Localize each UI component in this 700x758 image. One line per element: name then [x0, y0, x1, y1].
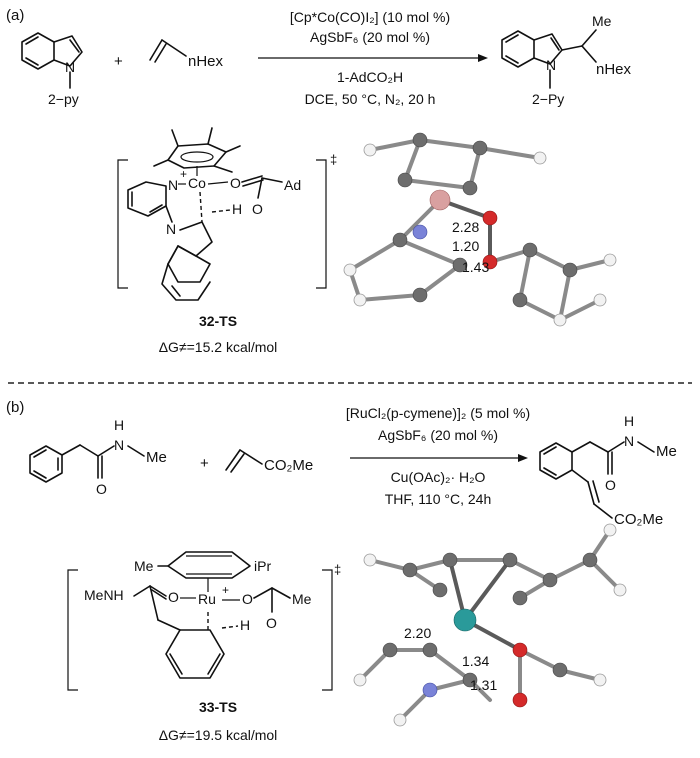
ts32-charge: + — [180, 167, 187, 181]
product-a-me: Me — [592, 13, 612, 29]
panel-b-label: (b) — [6, 399, 24, 416]
ts33-me2: Me — [292, 591, 312, 607]
ts33-dagger: ‡ — [334, 562, 341, 577]
panel-a-label: (a) — [6, 7, 24, 24]
ts33-o2: O — [242, 591, 253, 607]
conditions-a-3: 1-AdCO₂H — [337, 69, 403, 85]
product-a-substituent: 2−Py — [532, 91, 564, 107]
ts32-n2: N — [166, 221, 176, 237]
ts33-ru: Ru — [198, 591, 216, 607]
product-b-h: H — [624, 413, 634, 429]
ts32-energy: ΔG≠=15.2 kcal/mol — [159, 339, 278, 355]
product-a-n: N — [546, 57, 556, 73]
conditions-b-3: Cu(OAc)₂· H₂O — [391, 469, 486, 485]
conditions-a-4: DCE, 50 °C, N₂, 20 h — [305, 91, 436, 107]
product-b-ester: CO₂Me — [614, 511, 663, 528]
indole-substituent: 2−py — [48, 91, 79, 107]
ts32-co: Co — [188, 175, 206, 191]
ts33-h: H — [240, 617, 250, 633]
ts33-ipr: iPr — [254, 558, 271, 574]
ts33-distance-3: 1.31 — [470, 677, 497, 693]
ts32-h: H — [232, 201, 242, 217]
ts32-distance-1: 2.28 — [452, 219, 479, 235]
product-b: O N H Me CO₂Me — [539, 413, 677, 528]
reaction-arrow-a — [258, 54, 488, 62]
amide-o: O — [96, 481, 107, 497]
amide-n: N — [114, 437, 124, 453]
ts33-3d-model: 2.20 1.34 1.31 — [353, 523, 627, 727]
ts32-structure: ‡ Co + N O Ad O H N — [117, 127, 337, 301]
ts33-charge: + — [222, 583, 229, 597]
ts33-distance-2: 1.34 — [462, 653, 489, 669]
conditions-b-1: [RuCl₂(p-cymene)]₂ (5 mol %) — [346, 405, 530, 421]
ts32-distance-2: 1.20 — [452, 238, 479, 254]
ts32-o2: O — [252, 201, 263, 217]
conditions-b-2: AgSbF₆ (20 mol %) — [378, 427, 498, 443]
ts33-o3: O — [266, 615, 277, 631]
ts33-distance-1: 2.20 — [404, 625, 431, 641]
ts32-dagger: ‡ — [330, 152, 337, 167]
ts33-name: 33-TS — [199, 699, 237, 715]
ts32-3d-model: 2.28 1.20 1.43 — [343, 132, 617, 327]
product-a: N Me nHex 2−Py — [501, 13, 632, 107]
ts32-name: 32-TS — [199, 313, 237, 329]
reactant-amide: O N H Me — [29, 417, 167, 497]
octene-group: nHex — [188, 53, 224, 70]
conditions-a-2: AgSbF₆ (20 mol %) — [310, 29, 430, 45]
product-b-n: N — [624, 433, 634, 449]
ts33-structure: ‡ Me iPr Ru + MeNH O O Me O H — [67, 551, 341, 691]
reaction-arrow-b — [350, 454, 528, 462]
ts33-energy: ΔG≠=19.5 kcal/mol — [159, 727, 278, 743]
indole-n-label: N — [65, 59, 75, 75]
acrylate-group: CO₂Me — [264, 457, 313, 474]
amide-me: Me — [146, 449, 167, 466]
conditions-a-1: [Cp*Co(CO)I₂] (10 mol %) — [290, 9, 450, 25]
reactant-indole: N 2−py — [21, 32, 83, 107]
ts32-ad: Ad — [284, 177, 301, 193]
ts32-o1: O — [230, 175, 241, 191]
product-b-o: O — [605, 477, 616, 493]
reactant-acrylate: CO₂Me — [225, 449, 313, 474]
product-b-me: Me — [656, 443, 677, 460]
ts32-distance-3: 1.43 — [462, 259, 489, 275]
amide-h: H — [114, 417, 124, 433]
ts32-n: N — [168, 177, 178, 193]
ts33-meNH: MeNH — [84, 587, 124, 603]
ts33-o1: O — [168, 589, 179, 605]
ts33-me: Me — [134, 558, 154, 574]
reactant-octene: nHex — [149, 39, 224, 70]
plus-sign-b: + — [200, 455, 209, 472]
product-a-hex: nHex — [596, 61, 632, 78]
conditions-b-4: THF, 110 °C, 24h — [385, 491, 492, 507]
plus-sign-a: + — [114, 53, 123, 70]
